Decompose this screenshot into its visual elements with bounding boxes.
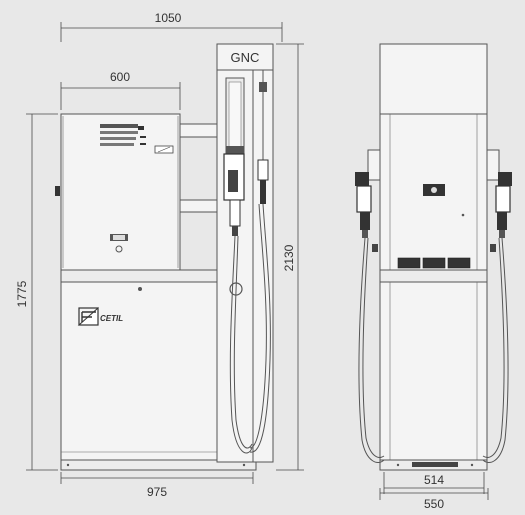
side-latch-icon <box>55 186 60 196</box>
dim-total-height: 2130 <box>276 43 304 471</box>
side-nozzle-left <box>355 172 385 463</box>
side-view: 514 550 <box>355 43 512 511</box>
dim-side-outer-label: 550 <box>424 497 444 510</box>
dim-side-outer: 550 <box>379 488 489 511</box>
side-lower-cabinet <box>379 281 488 461</box>
middle-band <box>60 269 218 283</box>
front-view: 1050 600 1775 2130 975 <box>15 11 304 499</box>
dim-total-height-label: 2130 <box>282 244 296 271</box>
dim-base-width: 975 <box>60 472 254 499</box>
dim-base-width-label: 975 <box>147 485 167 499</box>
side-top-box <box>379 43 488 115</box>
side-vents <box>397 257 471 269</box>
dim-cabinet-height: 1775 <box>15 113 58 471</box>
hose-front <box>229 235 253 454</box>
dim-cabinet-height-label: 1775 <box>15 280 29 307</box>
hose-side <box>249 70 271 453</box>
dim-side-inner: 514 <box>383 472 485 494</box>
dim-cabinet-width: 600 <box>60 70 181 110</box>
side-nozzle-right <box>482 172 512 463</box>
price-display <box>100 124 146 146</box>
nozzle-front <box>223 146 245 236</box>
dim-total-width-label: 1050 <box>155 11 182 25</box>
hydraulic-cabinet <box>60 281 218 463</box>
base-plinth <box>60 459 257 471</box>
dim-total-width: 1050 <box>60 11 283 42</box>
screw-icon <box>138 287 142 291</box>
key-hole-icon <box>115 245 123 253</box>
dim-side-inner-label: 514 <box>424 473 444 487</box>
gnc-badge: GNC <box>231 50 260 65</box>
support-arm <box>179 123 218 138</box>
gnc-header <box>216 43 274 71</box>
dim-cabinet-width-label: 600 <box>110 70 130 84</box>
brand-name: CETIL <box>100 314 123 323</box>
brand-logo: CETIL <box>77 306 123 326</box>
